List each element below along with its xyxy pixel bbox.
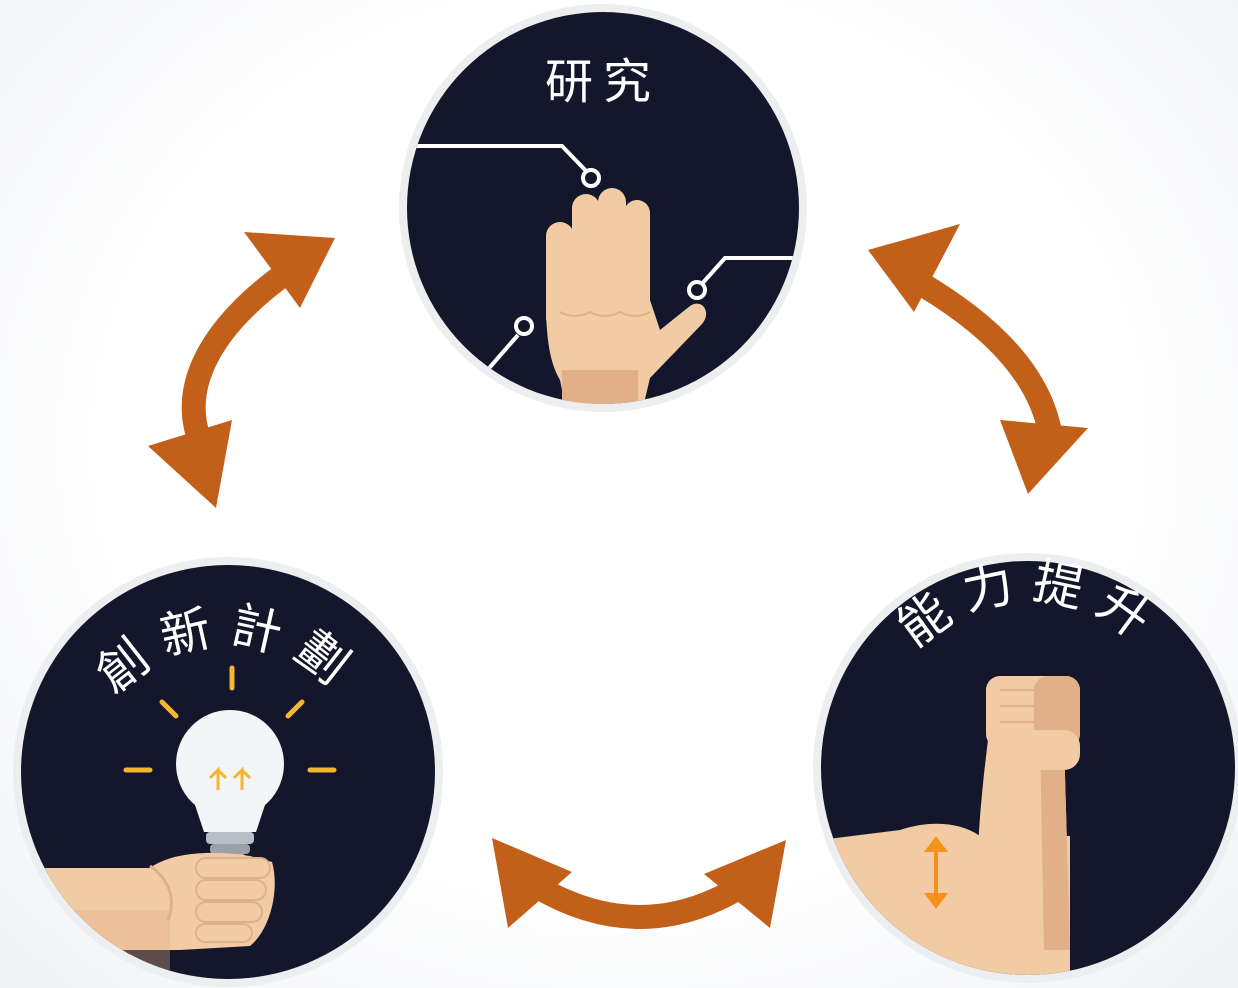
node-capability: 能力提升 <box>813 552 1238 988</box>
arrowhead <box>704 840 786 928</box>
node-research: 研究 <box>380 4 820 430</box>
node-label-research: 研究 <box>545 54 661 110</box>
arrow-innovation-capability <box>492 838 786 928</box>
arrowhead <box>492 838 572 928</box>
arrowhead <box>148 420 232 508</box>
arrow-research-capability <box>868 224 1088 494</box>
node-innovation: 創新計劃 <box>13 557 443 987</box>
arrow-research-innovation <box>148 232 335 508</box>
arrowhead <box>1000 420 1088 494</box>
